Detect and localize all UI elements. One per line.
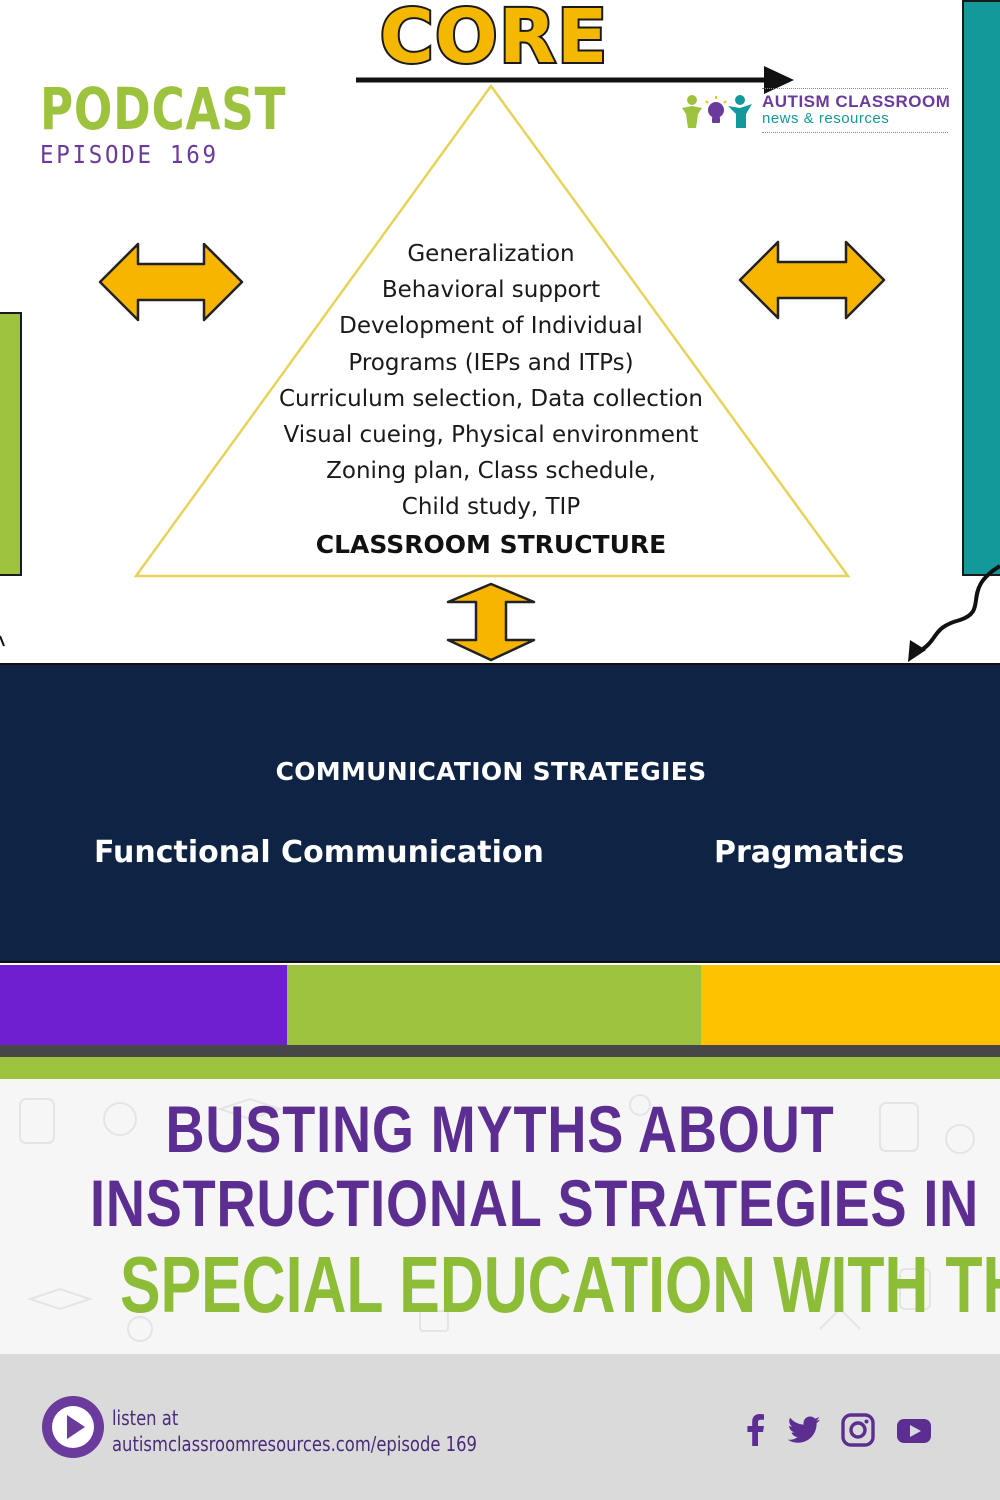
core-arrow <box>356 66 794 94</box>
brand-rule-bottom <box>762 132 948 133</box>
right-teal-panel <box>962 0 1000 576</box>
play-button[interactable] <box>42 1396 104 1458</box>
triangle-line: Behavioral support <box>381 277 601 304</box>
twitter-icon[interactable] <box>786 1412 822 1448</box>
communication-title: COMMUNICATION STRATEGIES <box>275 757 707 786</box>
title-line-1: BUSTING MYTHS ABOUT <box>165 1092 835 1166</box>
dark-divider <box>0 1045 1000 1057</box>
title-line-3: SPECIAL EDUCATION WITH THE CORE <box>120 1240 1000 1329</box>
left-double-arrow-icon <box>98 242 244 322</box>
core-title: CORE <box>378 0 610 82</box>
left-green-panel <box>0 312 22 576</box>
triangle-text: Generalization Behavioral support Develo… <box>240 236 742 526</box>
vertical-double-arrow-icon <box>446 582 536 662</box>
brand-logo-block: AUTISM CLASSROOM news & resources <box>680 88 950 134</box>
podcast-badge: PODCAST EPISODE 169 <box>40 76 356 169</box>
color-stripes <box>0 965 1000 1045</box>
triangle-line: Programs (IEPs and ITPs) <box>348 349 634 376</box>
triangle-line: Child study, TIP <box>401 494 581 521</box>
green-stripe <box>287 965 701 1045</box>
brand-name: AUTISM CLASSROOM <box>762 92 951 111</box>
people-logo-icon <box>682 95 752 128</box>
school-doodle-background <box>19 1094 975 1342</box>
listen-label: listen at <box>112 1406 179 1430</box>
brand-rule-top <box>762 88 948 89</box>
yellow-stripe <box>701 965 1000 1045</box>
functional-communication-label: Functional Communication <box>94 835 544 870</box>
triangle-line: Visual cueing, Physical environment <box>283 422 699 449</box>
footer: listen at autismclassroomresources.com/e… <box>0 1354 1000 1500</box>
brand-subtitle: news & resources <box>762 110 890 127</box>
instagram-icon[interactable] <box>840 1412 876 1448</box>
title-area: BUSTING MYTHS ABOUT INSTRUCTIONAL STRATE… <box>0 1079 1000 1354</box>
curved-arrow-icon <box>908 564 1000 662</box>
triangle-line: Curriculum selection, Data collection <box>278 385 704 412</box>
triangle-heading: CLASSROOM STRUCTURE <box>315 530 667 559</box>
green-divider <box>0 1057 1000 1079</box>
diagram-graphics <box>0 66 1000 662</box>
facebook-icon[interactable] <box>738 1412 774 1448</box>
pragmatics-label: Pragmatics <box>714 835 905 870</box>
right-double-arrow-icon <box>738 240 886 320</box>
triangle-line: Zoning plan, Class schedule, <box>326 458 656 485</box>
title-line-2: INSTRUCTIONAL STRATEGIES IN <box>90 1166 980 1240</box>
episode-url-link[interactable]: autismclassroomresources.com/episode 169 <box>112 1432 477 1456</box>
podcast-label: PODCAST <box>40 75 287 143</box>
communication-panel: COMMUNICATION STRATEGIES Functional Comm… <box>0 663 1000 963</box>
purple-stripe <box>0 965 287 1045</box>
small-tick-mark <box>0 635 5 647</box>
triangle-line: Development of Individual <box>339 313 643 340</box>
play-icon <box>52 1406 94 1448</box>
episode-label: EPISODE 169 <box>40 140 219 169</box>
youtube-icon[interactable] <box>896 1412 932 1448</box>
triangle-line: Generalization <box>407 241 575 267</box>
structure-triangle <box>133 83 851 578</box>
core-diagram: CORE PODCAST EPISODE 169 AUTISM CLASSROO… <box>0 0 1000 663</box>
